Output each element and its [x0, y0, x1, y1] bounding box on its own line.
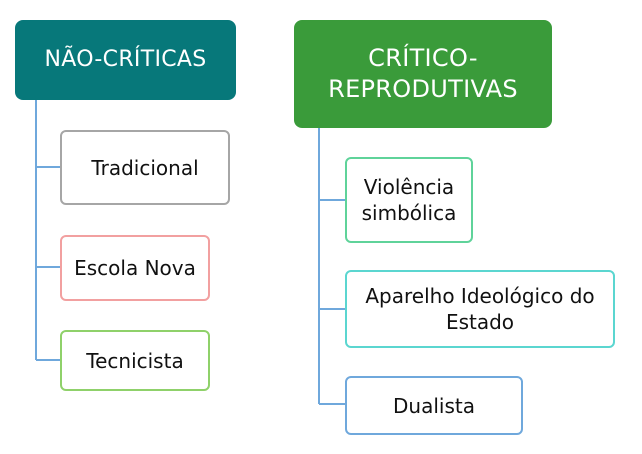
critico-reprodutivas-header: CRÍTICO- REPRODUTIVAS: [294, 20, 552, 128]
nao-criticas-header: NÃO-CRÍTICAS: [15, 20, 236, 100]
tecnicista-box: Tecnicista: [60, 330, 210, 391]
aparelho-ideologico-box: Aparelho Ideológico do Estado: [345, 270, 615, 348]
escola-nova-box: Escola Nova: [60, 235, 210, 301]
dualista-box: Dualista: [345, 376, 523, 435]
tradicional-box: Tradicional: [60, 130, 230, 205]
violencia-simbolica-box: Violência simbólica: [345, 157, 473, 243]
